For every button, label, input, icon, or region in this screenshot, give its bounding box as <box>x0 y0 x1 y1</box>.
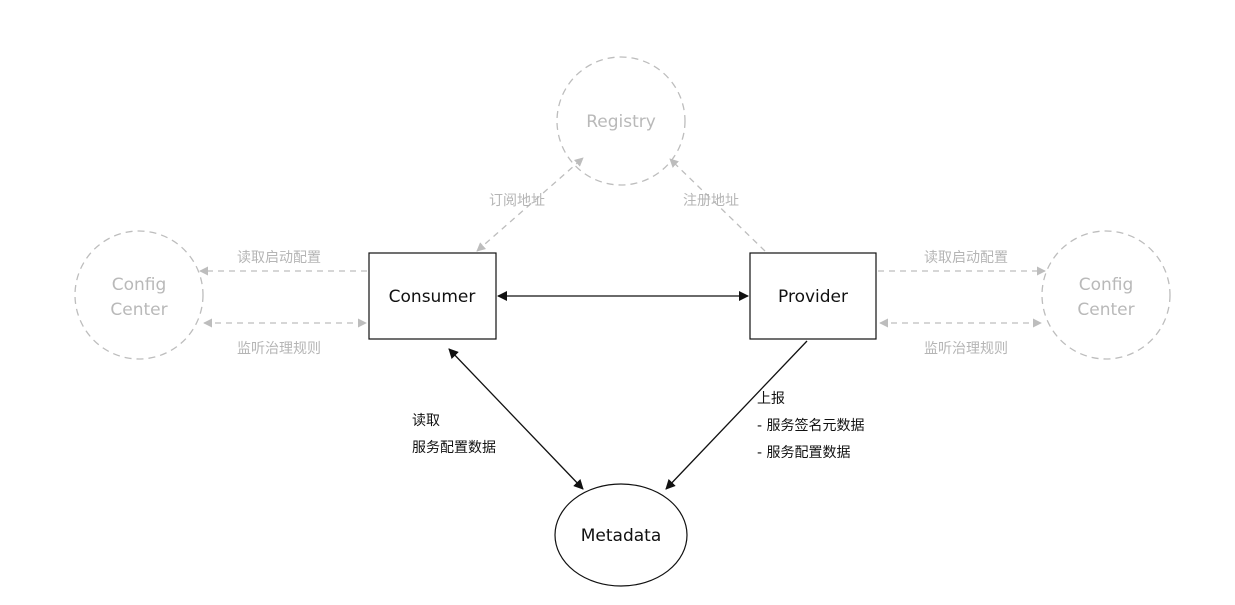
consumer-box <box>368 252 497 340</box>
config-center-left-circle <box>74 230 204 360</box>
right-listen-governance-rules-label: 监听治理规则 <box>924 341 1008 357</box>
consumer-node: Consumer <box>368 252 497 340</box>
registry-node: Registry <box>556 56 686 186</box>
consumer-read-label-line1: 读取 <box>412 412 440 429</box>
consumer-to-registry-arrow <box>476 157 584 252</box>
config-center-left-label-line1: Config <box>112 275 167 295</box>
consumer-metadata-arrow <box>448 348 584 490</box>
metadata-label: Metadata <box>581 526 662 546</box>
register-address-label: 注册地址 <box>683 193 739 209</box>
provider-label: Provider <box>778 287 848 307</box>
registry-label: Registry <box>586 112 656 132</box>
left-listen-governance-rules-label: 监听治理规则 <box>237 341 321 357</box>
registry-circle <box>556 56 686 186</box>
config-center-left-node: Config Center <box>74 230 204 360</box>
config-center-right-label-line1: Config <box>1079 275 1134 295</box>
consumer-label: Consumer <box>389 287 476 307</box>
left-read-startup-config-label: 读取启动配置 <box>237 249 321 266</box>
config-center-right-circle <box>1041 230 1171 360</box>
provider-report-label-line1: 上报 <box>757 391 785 407</box>
metadata-node: Metadata <box>554 483 688 587</box>
provider-to-registry-arrow <box>669 158 766 252</box>
provider-report-label-line2: - 服务签名元数据 <box>757 417 865 434</box>
provider-box <box>749 252 877 340</box>
subscribe-address-label: 订阅地址 <box>489 193 545 209</box>
provider-metadata-arrow <box>665 340 808 490</box>
metadata-ellipse <box>554 483 688 587</box>
config-center-right-label-line2: Center <box>1077 300 1134 320</box>
right-read-startup-config-label: 读取启动配置 <box>924 249 1008 266</box>
provider-node: Provider <box>749 252 877 340</box>
config-center-right-node: Config Center <box>1041 230 1171 360</box>
consumer-read-label-line2: 服务配置数据 <box>412 440 496 456</box>
provider-report-label-line3: - 服务配置数据 <box>757 445 851 461</box>
config-center-left-label-line2: Center <box>110 300 167 320</box>
